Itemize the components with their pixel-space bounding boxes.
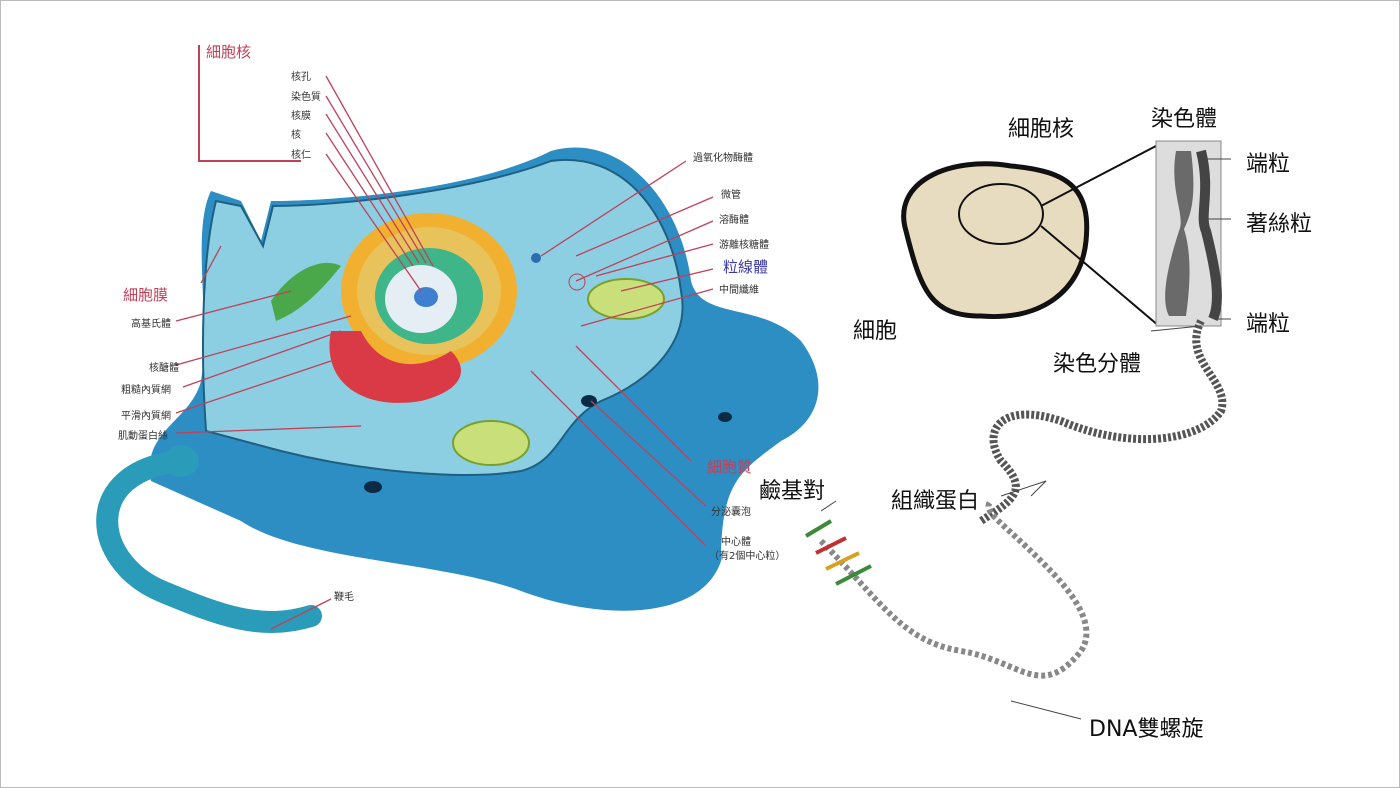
dna-label-chromatid: 染色分體 bbox=[1053, 352, 1142, 377]
label-rough-er: 粗糙內質網 bbox=[121, 385, 171, 396]
label-chromatin: 染色質 bbox=[291, 92, 321, 103]
label-cell-membrane: 細胞膜 bbox=[123, 286, 169, 304]
dna-label-cell: 細胞 bbox=[853, 319, 898, 344]
label-free-ribosome: 游離核糖體 bbox=[719, 240, 769, 251]
label-peroxisome: 過氧化物酶體 bbox=[693, 153, 753, 164]
label-microtubule: 微管 bbox=[721, 190, 741, 201]
label-nucleolus: 核仁 bbox=[291, 150, 311, 161]
dna-label-histone: 組織蛋白 bbox=[891, 489, 980, 514]
label-lysosome: 溶酶體 bbox=[719, 215, 749, 226]
label-intermediate-filament: 中間纖維 bbox=[719, 285, 759, 296]
label-nuclear-pore: 核孔 bbox=[291, 72, 311, 83]
label-centrosome: 中心體 bbox=[721, 537, 751, 548]
label-vesicle: 分泌囊泡 bbox=[711, 507, 751, 518]
dna-label-telomere-bottom: 端粒 bbox=[1246, 312, 1291, 337]
label-centrosome-note: （有2個中心粒） bbox=[709, 551, 786, 562]
nucleus-title: 細胞核 bbox=[206, 43, 252, 61]
base-pairs bbox=[804, 519, 872, 586]
label-ribosome: 核醣體 bbox=[149, 363, 179, 374]
dna-label-telomere-top: 端粒 bbox=[1246, 152, 1291, 177]
label-flagellum: 鞭毛 bbox=[334, 592, 354, 603]
label-nuclear-envelope: 核膜 bbox=[291, 111, 311, 122]
label-smooth-er: 平滑內質網 bbox=[121, 411, 171, 422]
label-cytoplasm: 細胞質 bbox=[707, 458, 753, 476]
chromatin-fiber bbox=[978, 319, 1227, 525]
dna-cell bbox=[901, 161, 1090, 320]
label-nucleus: 核 bbox=[291, 130, 301, 141]
chromosome bbox=[1165, 151, 1194, 316]
dna-label-helix: DNA雙螺旋 bbox=[1089, 717, 1204, 742]
dna-label-centromere: 著絲粒 bbox=[1246, 212, 1313, 237]
dna-helix bbox=[818, 498, 1090, 679]
dna-label-nucleus: 細胞核 bbox=[1008, 117, 1075, 142]
label-golgi: 高基氏體 bbox=[131, 319, 171, 330]
label-mitochondria: 粒線體 bbox=[723, 258, 769, 276]
dna-label-base-pair: 鹼基對 bbox=[759, 479, 826, 504]
dna-label-chromosome: 染色體 bbox=[1151, 107, 1218, 132]
flagellum bbox=[96, 450, 322, 633]
label-actin: 肌動蛋白絲 bbox=[118, 431, 168, 442]
leader-lines bbox=[175, 75, 714, 630]
